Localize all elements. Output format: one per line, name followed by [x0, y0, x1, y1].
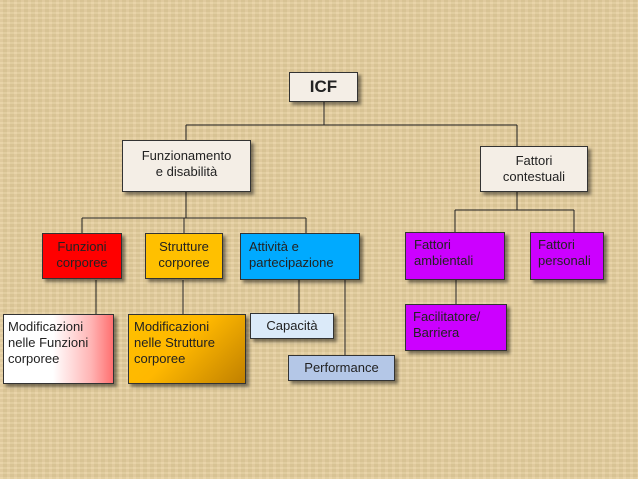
funzionamento-box: Funzionamento e disabilità: [122, 140, 251, 192]
capacita-box: Capacità: [250, 313, 334, 339]
modificazioni-funzioni-box: Modificazioni nelle Funzioni corporee: [3, 314, 114, 384]
icf-root-box: ICF: [289, 72, 358, 102]
fattori-contestuali-box: Fattori contestuali: [480, 146, 588, 192]
fattori-ambientali-box: Fattori ambientali: [405, 232, 505, 280]
performance-box: Performance: [288, 355, 395, 381]
strutture-corporee-box: Strutture corporee: [145, 233, 223, 279]
funzioni-corporee-box: Funzioni corporee: [42, 233, 122, 279]
attivita-partecipazione-box: Attività e partecipazione: [240, 233, 360, 280]
modificazioni-strutture-box: Modificazioni nelle Strutture corporee: [128, 314, 246, 384]
fattori-personali-box: Fattori personali: [530, 232, 604, 280]
facilitatore-barriera-box: Facilitatore/ Barriera: [405, 304, 507, 351]
